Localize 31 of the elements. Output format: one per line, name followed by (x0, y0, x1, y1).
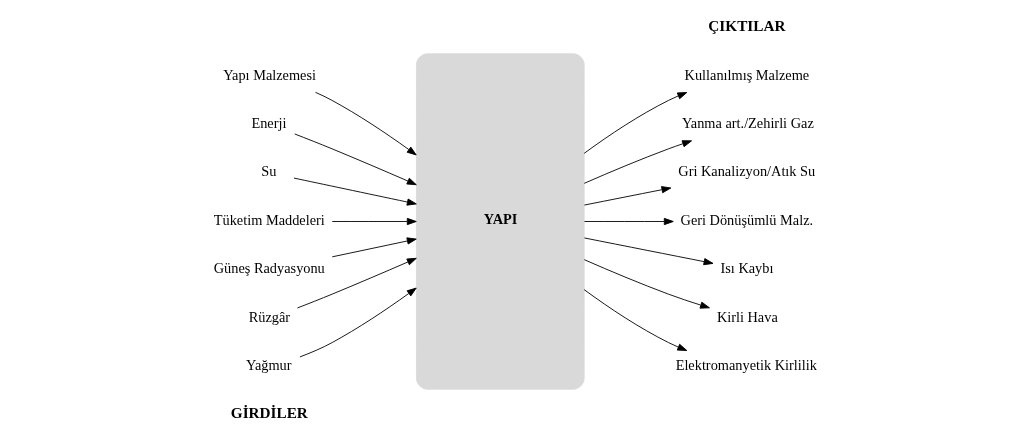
node-text: Isı Kaybı (720, 260, 774, 277)
arrow (584, 237, 714, 266)
arrow (583, 140, 692, 184)
arrow (584, 217, 674, 226)
node-text: Yağmur (246, 357, 292, 374)
node-text: Tüketim Maddeleri (213, 211, 325, 228)
node-text: Su (261, 163, 277, 180)
node-text: Geri Dönüşümlü Malz. (680, 211, 814, 228)
node-text: Yapı Malzemesi (223, 66, 317, 83)
arrow (315, 91, 417, 156)
node-text: Yanma art./Zehirli Gaz (681, 115, 814, 132)
node-text: Kullanılmış Malzeme (684, 66, 810, 83)
arrow (583, 259, 710, 309)
node-text: Elektromanyetik Kirlilik (675, 357, 817, 374)
arrow (583, 289, 688, 351)
label: GİRDİLER (230, 404, 308, 421)
node-text: Rüzgâr (248, 308, 291, 325)
node-box: YAPI (416, 53, 585, 390)
arrow (294, 133, 417, 186)
arrow (331, 237, 417, 258)
node-text: Güneş Radyasyonu (213, 260, 325, 277)
arrow (299, 287, 417, 358)
arrow (584, 186, 672, 206)
arrow (297, 257, 417, 309)
arrow (583, 92, 688, 154)
label: ÇIKTILAR (708, 16, 786, 34)
arrow (331, 217, 417, 226)
node-text: Kirli Hava (716, 308, 778, 325)
arrow (293, 177, 417, 206)
node-text: Gri Kanalizyon/Atık Su (678, 163, 816, 180)
node-text: Enerji (251, 115, 287, 132)
